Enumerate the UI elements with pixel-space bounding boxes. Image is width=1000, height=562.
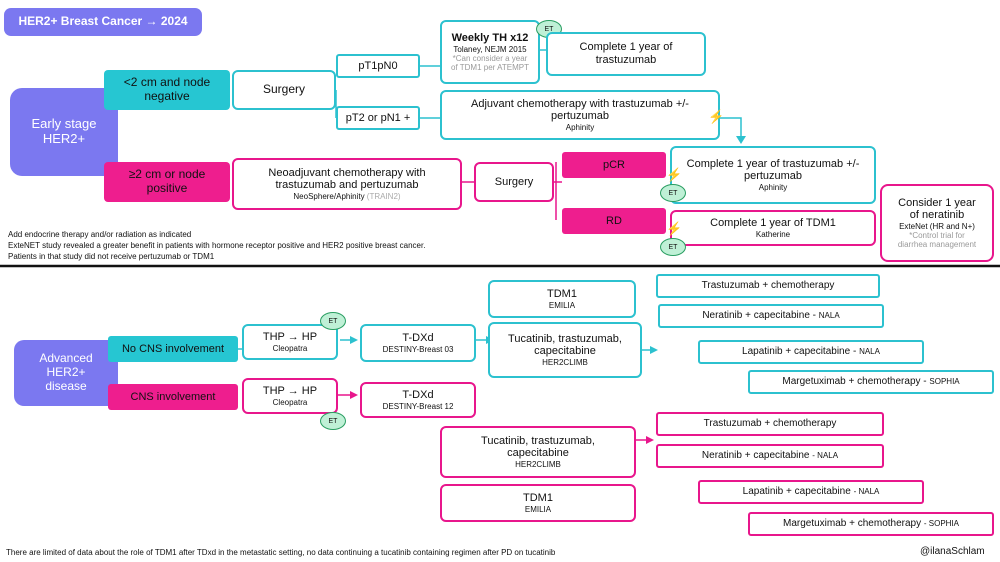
large-tumor-box: ≥2 cm or node positive: [104, 162, 230, 202]
complete-tdm1-box: Complete 1 year of TDM1 Katherine: [670, 210, 876, 246]
surgery-box-1: Surgery: [232, 70, 336, 110]
early-stage-label: Early stage HER2+: [10, 88, 118, 176]
adjuvant-chemo-box: Adjuvant chemotherapy with trastuzumab +…: [440, 90, 720, 140]
neratinib-box: Consider 1 year of neratinib ExteNet (HR…: [880, 184, 994, 262]
surgery-box-2: Surgery: [474, 162, 554, 202]
complete-trastuzumab-box: Complete 1 year of trastuzumab: [546, 32, 706, 76]
et-badge: ET: [320, 312, 346, 330]
thp-box-1: THP → HP Cleopatra: [242, 324, 338, 360]
lightning-icon: ⚡: [666, 221, 683, 236]
tdxd-box-2: T-DXd DESTINY-Breast 12: [360, 382, 476, 418]
early-notes: Add endocrine therapy and/or radiation a…: [8, 230, 426, 261]
et-badge: ET: [660, 184, 686, 202]
teal-trastuzumab-option: Trastuzumab + chemotherapy: [656, 274, 880, 298]
et-badge: ET: [320, 412, 346, 430]
tdm1-top-box: TDM1 EMILIA: [488, 280, 636, 318]
tucatinib-top-box: Tucatinib, trastuzumab, capecitabine HER…: [488, 322, 642, 378]
cns-box: CNS involvement: [108, 384, 238, 410]
teal-neratinib-option: Neratinib + capecitabine - NALA: [658, 304, 884, 328]
pink-margetuximab-option: Margetuximab + chemotherapy - SOPHIA: [748, 512, 994, 536]
lightning-icon: ⚡: [666, 167, 683, 182]
et-badge: ET: [660, 238, 686, 256]
advanced-label: Advanced HER2+ disease: [14, 340, 118, 406]
footer-note: There are limited of data about the role…: [6, 548, 556, 557]
thp-box-2: THP → HP Cleopatra: [242, 378, 338, 414]
pcr-box: pCR: [562, 152, 666, 178]
teal-lapatinib-option: Lapatinib + capecitabine - NALA: [698, 340, 924, 364]
title-text: HER2+ Breast Cancer → 2024: [18, 14, 188, 29]
pt1pn0-box: pT1pN0: [336, 54, 420, 78]
lightning-icon: ⚡: [708, 109, 725, 124]
rd-box: RD: [562, 208, 666, 234]
pink-neratinib-option: Neratinib + capecitabine - NALA: [656, 444, 884, 468]
no-cns-box: No CNS involvement: [108, 336, 238, 362]
teal-margetuximab-option: Margetuximab + chemotherapy - SOPHIA: [748, 370, 994, 394]
author-handle: @ilanaSchlam: [920, 546, 985, 557]
weekly-th-box: Weekly TH x12 Tolaney, NEJM 2015 *Can co…: [440, 20, 540, 84]
tdm1-bottom-box: TDM1 EMILIA: [440, 484, 636, 522]
neoadjuvant-box: Neoadjuvant chemotherapy with trastuzuma…: [232, 158, 462, 210]
tdxd-box-1: T-DXd DESTINY-Breast 03: [360, 324, 476, 362]
complete-tp-box: Complete 1 year of trastuzumab +/- pertu…: [670, 146, 876, 204]
small-tumor-box: <2 cm and node negative: [104, 70, 230, 110]
tucatinib-bottom-box: Tucatinib, trastuzumab, capecitabine HER…: [440, 426, 636, 478]
pt2pn1-box: pT2 or pN1 +: [336, 106, 420, 130]
pink-lapatinib-option: Lapatinib + capecitabine - NALA: [698, 480, 924, 504]
page-title: HER2+ Breast Cancer → 2024: [4, 8, 202, 36]
pink-trastuzumab-option: Trastuzumab + chemotherapy: [656, 412, 884, 436]
